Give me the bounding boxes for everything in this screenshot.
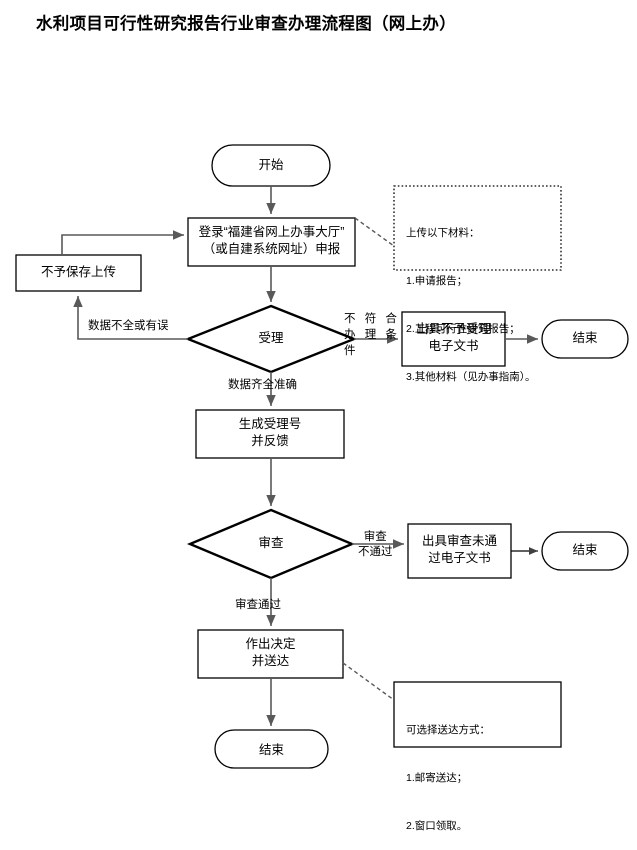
edge-label-review-pass: 审查通过 <box>235 599 281 611</box>
edge-nosave-to-login <box>61 230 184 255</box>
edge-label-review-fail: 审查 不通过 <box>358 531 393 558</box>
node-fail-doc <box>407 523 512 579</box>
note-deliver-line-2: 2.窗口领取。 <box>406 820 468 832</box>
note-upload-text: 上传以下材料： 1.申请报告； 2.工程可行性研究报告； 3.其他材料（见办事指… <box>406 193 556 401</box>
page-title: 水利项目可行性研究报告行业审查办理流程图（网上办） <box>36 14 456 33</box>
node-end-reject <box>541 319 629 359</box>
node-no-save <box>15 254 142 292</box>
note-upload-line-3: 3.其他材料（见办事指南）。 <box>406 371 536 383</box>
note-deliver-text: 可选择送达方式： 1.邮寄送达； 2.窗口领取。 <box>406 690 556 850</box>
edge-label-not-qualified: 不 符 合 办 理 条 件 <box>344 313 400 357</box>
node-reject-doc <box>401 311 506 367</box>
note-upload-line-0: 上传以下材料： <box>406 227 480 239</box>
node-accept-decision <box>184 304 358 374</box>
node-gen-number <box>195 409 345 459</box>
edge-label-data-incomplete: 数据不全或有误 <box>88 320 169 332</box>
node-end-final <box>214 729 329 769</box>
node-end-fail <box>541 531 629 571</box>
note-upload-line-2: 2.工程可行性研究报告； <box>406 323 520 335</box>
note-deliver-line-1: 1.邮寄送达； <box>406 772 468 784</box>
note-box-upload <box>393 185 562 271</box>
edge-accept-to-nosave <box>73 296 188 340</box>
note-deliver-line-0: 可选择送达方式： <box>406 724 490 736</box>
node-login <box>187 217 356 267</box>
connector-deliver-to-deliver-note <box>342 662 395 701</box>
connector-login-to-upload-note <box>354 217 395 247</box>
note-upload-line-1: 1.申请报告； <box>406 275 468 287</box>
edge-label-data-complete: 数据齐全准确 <box>228 379 297 391</box>
node-review-decision <box>186 508 356 580</box>
node-decision-deliver <box>197 629 344 679</box>
note-box-deliver <box>393 681 562 748</box>
node-start-top <box>211 144 331 187</box>
